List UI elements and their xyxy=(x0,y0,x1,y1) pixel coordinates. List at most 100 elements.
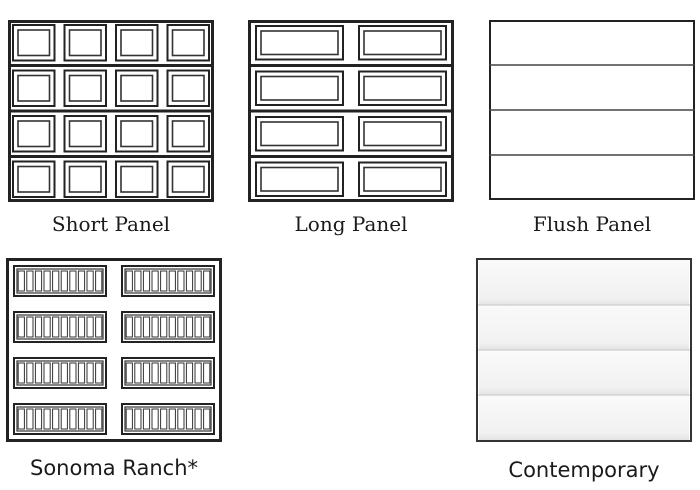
panel-slat xyxy=(86,362,94,384)
short-panel-door xyxy=(8,20,214,202)
panel-slat xyxy=(134,362,142,384)
panel-inset xyxy=(17,165,51,193)
panel-slat xyxy=(168,270,176,292)
door-section xyxy=(479,395,689,440)
panel-inset xyxy=(171,29,205,57)
panel-slat xyxy=(77,316,86,338)
panel-slat xyxy=(52,316,60,338)
panel-inset xyxy=(68,29,102,57)
panel-slat xyxy=(194,270,202,292)
panel-slat xyxy=(17,316,25,338)
panel-slat xyxy=(142,362,151,384)
panel-inset xyxy=(260,121,339,147)
panel-slat xyxy=(95,270,103,292)
panel-slat xyxy=(125,316,133,338)
panel-slat xyxy=(52,408,60,430)
panel-slat xyxy=(43,362,51,384)
panel-slat xyxy=(60,362,68,384)
panel-slat xyxy=(17,408,25,430)
panel-slat xyxy=(34,270,43,292)
panel-slat xyxy=(52,270,60,292)
contemporary-door xyxy=(476,258,692,442)
panel-slat xyxy=(194,316,202,338)
panel-inset xyxy=(17,74,51,102)
panel-slat xyxy=(77,362,86,384)
panel-slat xyxy=(160,316,168,338)
panel-slat xyxy=(194,362,202,384)
panel-inset xyxy=(120,29,154,57)
panel-inset xyxy=(171,165,205,193)
flush-panel-door xyxy=(489,20,695,200)
panel-slat xyxy=(134,408,142,430)
panel-slat xyxy=(177,408,185,430)
panel-inset xyxy=(363,75,442,101)
panel-slat xyxy=(134,270,142,292)
panel-slat xyxy=(69,362,77,384)
panel-slat xyxy=(26,270,34,292)
panel-slat xyxy=(34,408,43,430)
panel-inset xyxy=(260,75,339,101)
panel-slat xyxy=(77,270,86,292)
panel-slat xyxy=(125,270,133,292)
panel-inset xyxy=(17,120,51,148)
panel-slat xyxy=(203,362,211,384)
door-section xyxy=(479,350,689,395)
panel-inset xyxy=(363,30,442,56)
panel-slat xyxy=(52,362,60,384)
panel-slat xyxy=(160,270,168,292)
panel-slat xyxy=(185,316,194,338)
panel-slat xyxy=(151,270,159,292)
panel-inset xyxy=(68,74,102,102)
panel-inset xyxy=(120,165,154,193)
panel-slat xyxy=(151,316,159,338)
panel-slat xyxy=(69,270,77,292)
panel-slat xyxy=(185,270,194,292)
panel-slat xyxy=(17,270,25,292)
panel-slat xyxy=(185,362,194,384)
panel-slat xyxy=(86,270,94,292)
panel-inset xyxy=(171,120,205,148)
panel-slat xyxy=(134,316,142,338)
panel-inset xyxy=(120,74,154,102)
panel-slat xyxy=(151,408,159,430)
contemporary-label: Contemporary xyxy=(508,458,660,482)
panel-slat xyxy=(95,408,103,430)
long-panel-label: Long Panel xyxy=(294,212,408,236)
panel-slat xyxy=(125,408,133,430)
panel-slat xyxy=(43,316,51,338)
panel-inset xyxy=(68,120,102,148)
panel-slat xyxy=(142,408,151,430)
panel-slat xyxy=(26,408,34,430)
panel-slat xyxy=(26,316,34,338)
panel-inset xyxy=(260,166,339,192)
panel-slat xyxy=(34,362,43,384)
panel-slat xyxy=(86,408,94,430)
panel-slat xyxy=(177,316,185,338)
panel-slat xyxy=(60,316,68,338)
panel-slat xyxy=(203,408,211,430)
panel-slat xyxy=(43,408,51,430)
panel-slat xyxy=(43,270,51,292)
panel-slat xyxy=(125,362,133,384)
panel-inset xyxy=(68,165,102,193)
panel-slat xyxy=(168,316,176,338)
panel-slat xyxy=(177,362,185,384)
panel-slat xyxy=(185,408,194,430)
panel-inset xyxy=(363,121,442,147)
door-section xyxy=(479,260,689,305)
panel-inset xyxy=(363,166,442,192)
door-section xyxy=(479,305,689,350)
panel-inset xyxy=(171,74,205,102)
panel-slat xyxy=(26,362,34,384)
panel-slat xyxy=(203,316,211,338)
panel-slat xyxy=(34,316,43,338)
panel-slat xyxy=(95,316,103,338)
panel-inset xyxy=(120,120,154,148)
sonoma-ranch-label: Sonoma Ranch* xyxy=(30,456,198,480)
panel-slat xyxy=(168,362,176,384)
panel-slat xyxy=(86,316,94,338)
long-panel-door xyxy=(248,20,454,202)
panel-inset xyxy=(17,29,51,57)
panel-slat xyxy=(160,362,168,384)
